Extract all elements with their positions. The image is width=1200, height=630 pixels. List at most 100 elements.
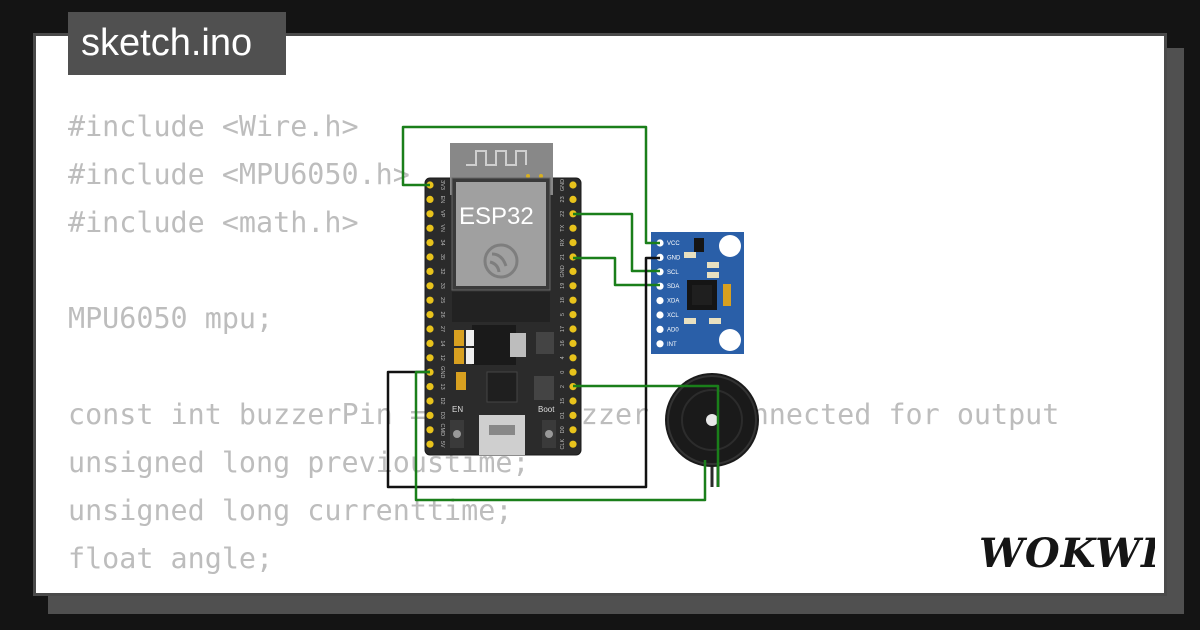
pin-label: CLK [560, 439, 566, 450]
pin-17[interactable] [569, 325, 577, 333]
pin-label: AD0 [667, 327, 679, 333]
pin-label: 27 [439, 326, 445, 332]
pin-4[interactable] [569, 354, 577, 362]
esp32-board[interactable]: ESP32 EN Boot 3V3ENVPVN34353233252627141… [424, 143, 582, 456]
pin-label: 14 [439, 340, 445, 346]
pin-label: SCL [667, 270, 679, 276]
code-line: float rotangle; [68, 583, 1132, 593]
pin-25[interactable] [426, 296, 434, 304]
file-tab[interactable]: sketch.ino [68, 12, 286, 75]
wokwi-logo-text: WOKWI [979, 530, 1155, 577]
pin-label: 35 [439, 254, 445, 260]
wokwi-logo: WOKWI [979, 530, 1155, 577]
pin-label: 17 [560, 326, 566, 332]
pin-int[interactable] [656, 340, 664, 348]
pin-label: INT [667, 342, 677, 348]
pin-label: TX [560, 224, 566, 231]
pin-label: 23 [560, 196, 566, 202]
pin-label: GND [560, 265, 566, 277]
pin-19[interactable] [569, 282, 577, 290]
pin-vp[interactable] [426, 210, 434, 218]
pin-23[interactable] [569, 195, 577, 203]
pin-gnd[interactable] [569, 267, 577, 275]
pin-label: 5V [439, 441, 445, 448]
pin-label: VCC [667, 241, 680, 247]
pin-label: XDA [667, 299, 679, 305]
pin-label: D3 [439, 412, 445, 419]
pin-label: SDA [667, 284, 679, 290]
pin-xda[interactable] [656, 297, 664, 305]
pin-vn[interactable] [426, 224, 434, 232]
pin-label: 3V3 [439, 180, 445, 190]
pin-label: 12 [439, 355, 445, 361]
code-editor[interactable]: #include <Wire.h> #include <MPU6050.h> #in… [68, 103, 1132, 593]
pin-tx[interactable] [569, 224, 577, 232]
esp32-left-pins: 3V3ENVPVN343532332526271412GND13D2D3CMD5… [426, 180, 445, 448]
wires [386, 125, 720, 502]
pin-label: 33 [439, 283, 445, 289]
pin-label: 5 [560, 313, 566, 316]
pin-label: 0 [560, 371, 566, 374]
pin-35[interactable] [426, 253, 434, 261]
pin-label: 4 [560, 356, 566, 359]
pin-label: RX [560, 238, 566, 246]
pin-26[interactable] [426, 311, 434, 319]
pin-14[interactable] [426, 339, 434, 347]
pin-label: GND [560, 179, 566, 191]
pin-34[interactable] [426, 239, 434, 247]
pin-5v[interactable] [426, 440, 434, 448]
pin-d0[interactable] [569, 426, 577, 434]
pin-label: EN [439, 196, 445, 204]
pin-d1[interactable] [569, 411, 577, 419]
pin-label: 15 [560, 398, 566, 404]
pin-label: 16 [560, 340, 566, 346]
pin-16[interactable] [569, 339, 577, 347]
pin-ad0[interactable] [656, 325, 664, 333]
pin-label: 13 [439, 384, 445, 390]
pin-d2[interactable] [426, 397, 434, 405]
pin-xcl[interactable] [656, 311, 664, 319]
pin-18[interactable] [569, 296, 577, 304]
pin-label: 32 [439, 268, 445, 274]
wire-gnd-to-buzzer [414, 370, 707, 502]
pin-label: D0 [560, 426, 566, 433]
code-line: MPU6050 mpu; [68, 302, 274, 335]
wire-gnd-to-mpu-gnd [386, 256, 660, 489]
esp32-label: ESP32 [459, 203, 534, 230]
pin-label: 18 [560, 297, 566, 303]
pin-gnd[interactable] [569, 181, 577, 189]
code-line: #include <Wire.h> [68, 110, 359, 143]
code-line: float angle; [68, 542, 274, 575]
pin-label: CMD [439, 424, 445, 437]
pin-d3[interactable] [426, 411, 434, 419]
pin-clk[interactable] [569, 440, 577, 448]
pin-label: 2 [560, 385, 566, 388]
code-line: unsigned long currenttime; [68, 494, 513, 527]
code-line: #include <math.h> [68, 206, 359, 239]
pin-label: 22 [560, 211, 566, 217]
pin-label: D2 [439, 397, 445, 404]
pin-label: GND [439, 366, 445, 378]
pin-label: XCL [667, 313, 679, 319]
pin-cmd[interactable] [426, 426, 434, 434]
pin-13[interactable] [426, 383, 434, 391]
pin-label: VN [439, 224, 445, 232]
pin-12[interactable] [426, 354, 434, 362]
pin-27[interactable] [426, 325, 434, 333]
pin-32[interactable] [426, 267, 434, 275]
buzzer[interactable] [665, 373, 759, 487]
code-line: #include <MPU6050.h> [68, 158, 410, 191]
pin-15[interactable] [569, 397, 577, 405]
en-button-label: EN [452, 405, 463, 414]
pin-5[interactable] [569, 311, 577, 319]
pin-0[interactable] [569, 368, 577, 376]
boot-button-label: Boot [538, 405, 555, 414]
pin-label: 19 [560, 283, 566, 289]
pin-en[interactable] [426, 195, 434, 203]
pin-rx[interactable] [569, 239, 577, 247]
wire-3v3-to-vcc [401, 125, 660, 245]
pin-33[interactable] [426, 282, 434, 290]
